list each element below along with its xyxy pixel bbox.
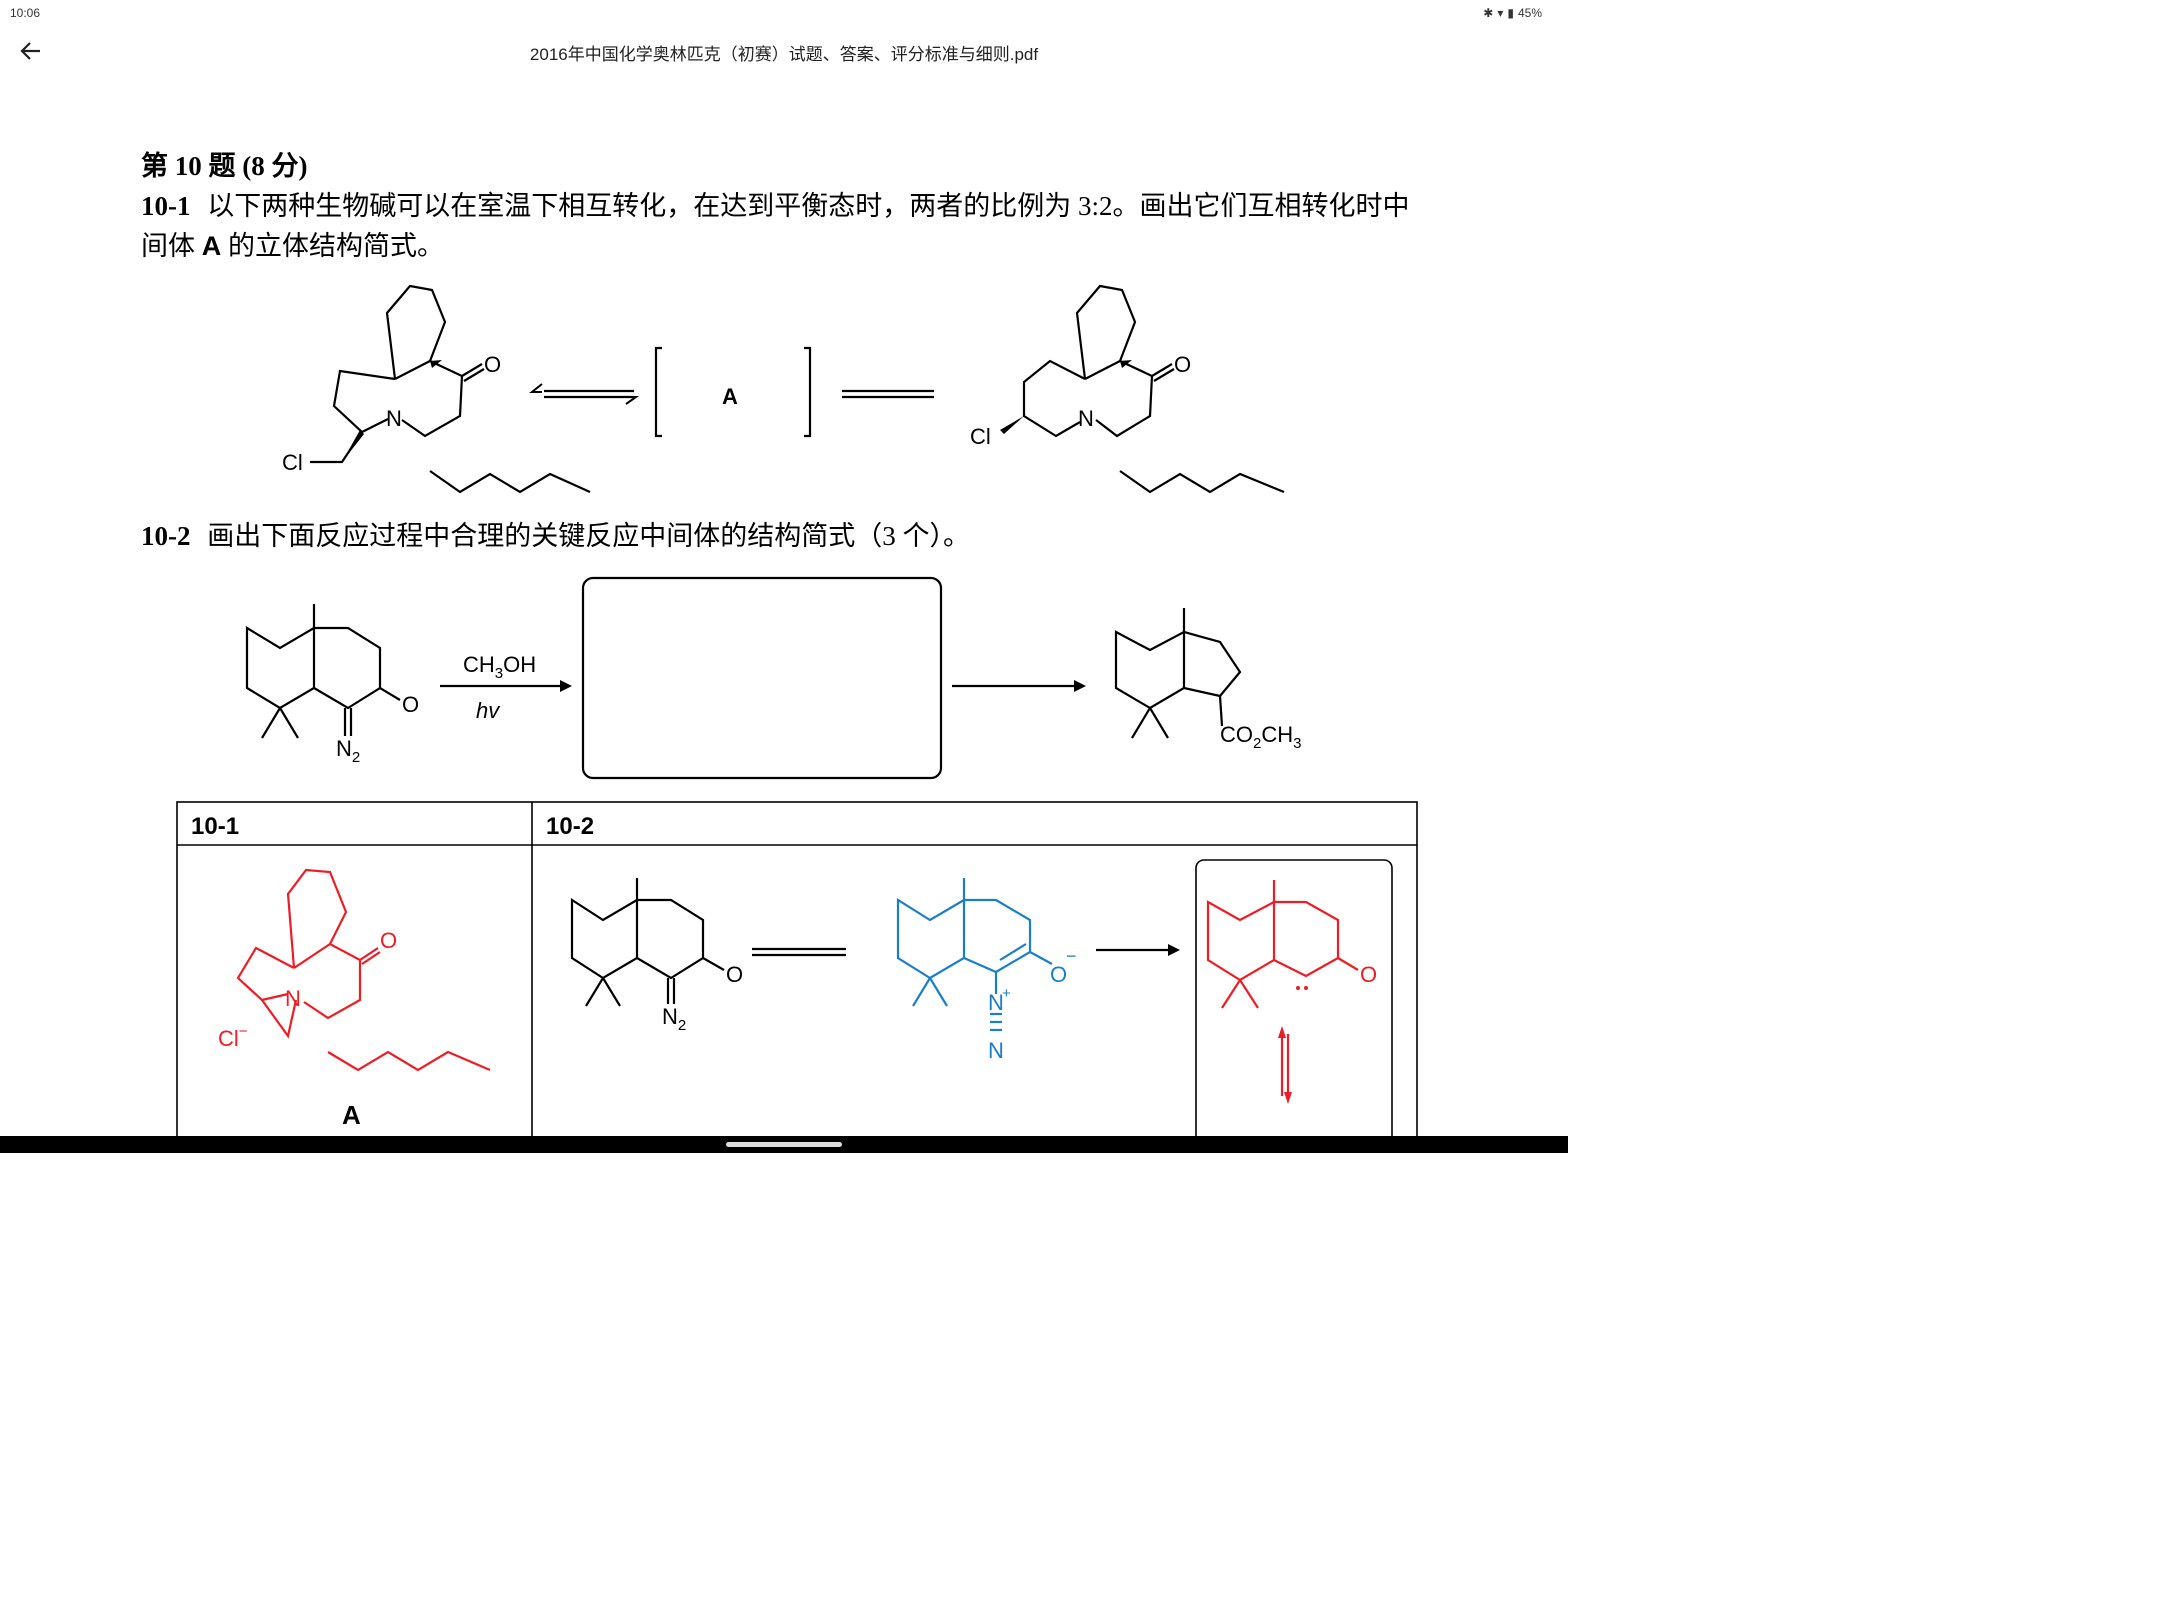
wifi-icon: ▾ (1497, 6, 1504, 20)
intermediate-label: A (201, 231, 222, 261)
paragraph-10-1: 10-1 以下两种生物碱可以在室温下相互转化，在达到平衡态时，两者的比例为 3:… (141, 186, 1410, 226)
atom-label: O (1360, 962, 1377, 987)
atom-label: O (380, 928, 397, 953)
status-bar: 10:06 ✱ ▾ ▮ 45% (0, 0, 1568, 26)
table-header-col2: 10-2 (546, 813, 594, 840)
atom-label: N2 (662, 1004, 686, 1034)
atom-label: N (988, 1038, 1004, 1063)
part-number: 10-2 (141, 521, 191, 551)
bond (1218, 695, 1224, 727)
lone-pair (1304, 986, 1308, 990)
clock: 10:06 (10, 6, 41, 20)
atom-label: O (726, 962, 743, 987)
part-text: 画出下面反应过程中合理的关键反应中间体的结构简式（3 个）。 (207, 521, 970, 551)
atom-label: N (1078, 406, 1094, 431)
question-heading: 第 10 题 (8 分) (141, 151, 308, 181)
status-icons: ✱ ▾ ▮ 45% (1483, 6, 1542, 20)
bond (385, 284, 447, 380)
answer-highlight-box (1195, 859, 1393, 1136)
bond (1084, 359, 1154, 438)
bond (463, 368, 485, 382)
wedge-bond (430, 360, 442, 368)
atom-label: Cl (282, 450, 303, 475)
atom-label: Cl− (218, 1023, 248, 1051)
bond (1022, 359, 1086, 438)
bond (1151, 363, 1173, 377)
bond (379, 687, 401, 701)
bond (429, 470, 591, 494)
atom-label: N (285, 986, 301, 1011)
atom-label: N (386, 406, 402, 431)
answer-box (581, 576, 943, 780)
back-button[interactable] (16, 36, 46, 66)
bond (1153, 368, 1175, 382)
bracket-left (654, 346, 662, 438)
bond (332, 369, 396, 434)
part-text: 以下两种生物碱可以在室温下相互转化，在达到平衡态时，两者的比例为 3:2。画出它… (207, 191, 1410, 221)
part-number: 10-1 (141, 191, 191, 221)
bond (394, 359, 464, 438)
charge: − (1066, 946, 1077, 966)
atom-label: N2 (336, 736, 360, 766)
atom-label: O (484, 352, 501, 377)
arrow-left-icon (20, 42, 40, 60)
bond (461, 363, 483, 377)
home-handle[interactable] (726, 1142, 842, 1147)
bracket-right (804, 346, 812, 438)
navigation-bar (0, 1136, 1568, 1153)
atom-label: Cl (970, 424, 991, 449)
scheme-10-1: O N Cl O N Cl A (282, 284, 1285, 494)
lone-pair (1296, 986, 1300, 990)
intermediate-A: A (722, 384, 738, 409)
bond (1119, 470, 1285, 494)
table-header-col1: 10-1 (191, 813, 239, 840)
bond (1149, 707, 1169, 739)
bond (279, 707, 299, 739)
text-fragment: 的立体结构简式。 (221, 231, 444, 261)
atom-label: O (402, 692, 419, 717)
wedge-bond (1120, 360, 1132, 368)
atom-label: N (988, 990, 1004, 1015)
wedge-bond (1000, 416, 1024, 434)
ester-label: CO2CH3 (1220, 722, 1301, 752)
scheme-10-2: O N2 CH3OH hv CO2CH3 (245, 576, 1301, 780)
condition-label: hv (476, 698, 501, 723)
battery-icon: ▮ (1507, 6, 1514, 20)
reagent-label: CH3OH (463, 652, 536, 682)
document-title: 2016年中国化学奥林匹克（初赛）试题、答案、评分标准与细则.pdf (529, 45, 1039, 64)
bluetooth-icon: ✱ (1483, 6, 1494, 20)
app-bar: 2016年中国化学奥林匹克（初赛）试题、答案、评分标准与细则.pdf (0, 26, 1568, 76)
text-fragment: 间体 (141, 231, 202, 261)
charge: + (1002, 985, 1011, 1002)
bond (1114, 630, 1242, 710)
atom-label: O (1174, 352, 1191, 377)
bond (261, 707, 281, 739)
pdf-page[interactable]: 第 10 题 (8 分) 10-1 以下两种生物碱可以在室温下相互转化，在达到平… (0, 76, 1568, 1136)
atom-label: O (1050, 962, 1067, 987)
intermediate-A-label: A (342, 1100, 361, 1130)
bond (245, 626, 382, 710)
battery-level: 45% (1517, 6, 1542, 20)
wedge-bond (342, 430, 364, 462)
paragraph-10-1-line2: 间体 A 的立体结构简式。 (141, 226, 444, 266)
answer-table: 10-1 10-2 O N Cl− A (176, 801, 1418, 1136)
paragraph-10-2: 10-2 画出下面反应过程中合理的关键反应中间体的结构简式（3 个）。 (141, 516, 970, 556)
bond (1075, 284, 1137, 380)
bond (1131, 707, 1151, 739)
